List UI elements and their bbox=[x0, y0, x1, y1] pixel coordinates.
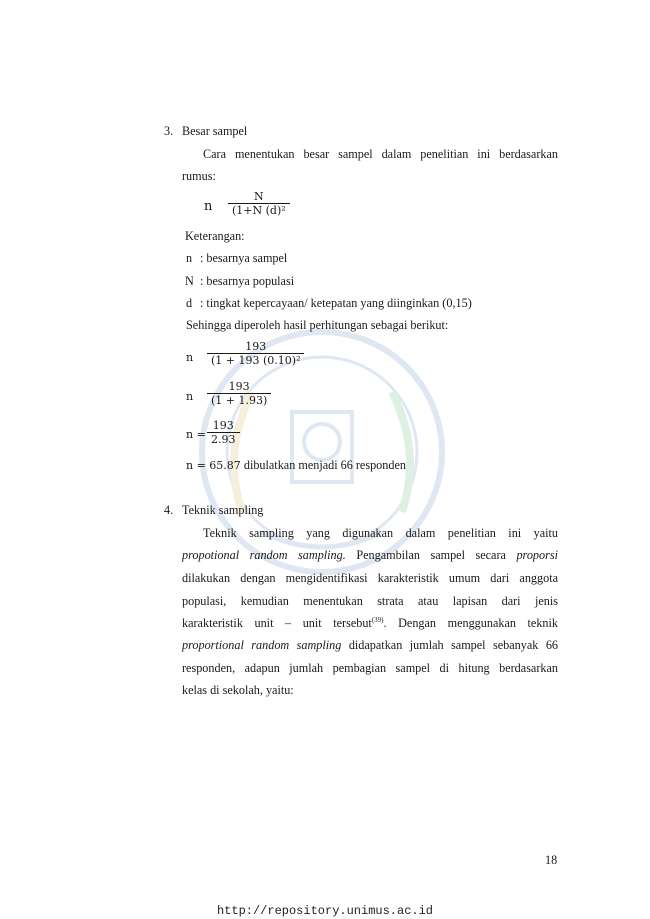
definition-symbol: n bbox=[186, 251, 193, 265]
calc-denominator: (1 + 1.93) bbox=[207, 393, 272, 408]
citation-superscript: (39) bbox=[371, 615, 384, 624]
calc-denominator: 2.93 bbox=[207, 432, 240, 447]
formula-lhs: n bbox=[204, 199, 213, 214]
formula-denominator: (1+N (d)² bbox=[228, 203, 290, 218]
final-result-text: dibulatkan menjadi 66 responden bbox=[240, 458, 406, 472]
paragraph-text: didapatkan jumlah sampel sebanyak 66 bbox=[341, 638, 559, 652]
definition-text: : besarnya populasi bbox=[200, 274, 295, 288]
paragraph-line: propotional random sampling. Pengambilan… bbox=[182, 548, 558, 563]
paragraph-line: dilakukan dengan mengidentifikasi karakt… bbox=[182, 571, 558, 585]
repository-url[interactable]: http://repository.unimus.ac.id bbox=[216, 904, 434, 918]
section-3-intro-line: rumus: bbox=[182, 169, 216, 183]
italic-term: proporsi bbox=[516, 548, 558, 562]
section-4-heading: Teknik sampling bbox=[182, 503, 264, 517]
university-seal-watermark bbox=[199, 329, 445, 575]
italic-term: propotional random sampling. bbox=[182, 548, 346, 562]
paragraph-line: Teknik sampling yang digunakan dalam pen… bbox=[203, 526, 558, 540]
calc-numerator: 193 bbox=[245, 340, 267, 353]
paragraph-text: karakteristik unit – unit tersebut bbox=[182, 616, 372, 630]
paragraph-line: responden, adapun jumlah pembagian sampe… bbox=[182, 661, 558, 675]
section-3-number: 3. bbox=[164, 124, 174, 138]
final-result: n = 65.87 dibulatkan menjadi 66 responde… bbox=[186, 458, 406, 473]
section-3-heading: Besar sampel bbox=[182, 124, 248, 138]
calc-numerator: 193 bbox=[212, 419, 234, 432]
final-result-lhs: n = 65.87 bbox=[186, 459, 241, 472]
page-number: 18 bbox=[545, 853, 558, 867]
sample-size-formula: N (1+N (d)² bbox=[228, 190, 290, 218]
calc-denominator: (1 + 193 (0.10)² bbox=[207, 353, 305, 368]
italic-term: proportional random sampling bbox=[182, 638, 342, 652]
formula-numerator: N bbox=[254, 190, 264, 203]
calc-lhs: n bbox=[186, 390, 194, 403]
calc-lhs: n bbox=[186, 351, 194, 364]
section-4-number: 4. bbox=[164, 503, 174, 517]
calc-step-3: 193 2.93 bbox=[207, 419, 240, 447]
paragraph-line: kelas di sekolah, yaitu: bbox=[182, 683, 294, 697]
definition-text: : tingkat kepercayaan/ ketepatan yang di… bbox=[200, 296, 472, 310]
calc-lhs: n = bbox=[186, 428, 206, 441]
definition-text: : besarnya sampel bbox=[200, 251, 288, 265]
definition-symbol: d bbox=[186, 296, 193, 310]
keterangan-label: Keterangan: bbox=[185, 229, 245, 243]
calc-numerator: 193 bbox=[228, 380, 250, 393]
result-intro: Sehingga diperoleh hasil perhitungan seb… bbox=[186, 318, 449, 332]
calc-step-1: 193 (1 + 193 (0.10)² bbox=[207, 340, 305, 368]
paragraph-line: karakteristik unit – unit tersebut(39). … bbox=[182, 616, 558, 631]
paragraph-text: Pengambilan sampel secara bbox=[345, 548, 517, 562]
definition-symbol: N bbox=[185, 274, 194, 288]
section-3-intro-line: Cara menentukan besar sampel dalam penel… bbox=[203, 147, 558, 161]
calc-step-2: 193 (1 + 1.93) bbox=[207, 380, 272, 408]
paragraph-line: proportional random sampling didapatkan … bbox=[182, 638, 558, 653]
paragraph-line: populasi, kemudian menentukan strata ata… bbox=[182, 594, 558, 608]
paragraph-text: . Dengan menggunakan teknik bbox=[383, 616, 558, 630]
